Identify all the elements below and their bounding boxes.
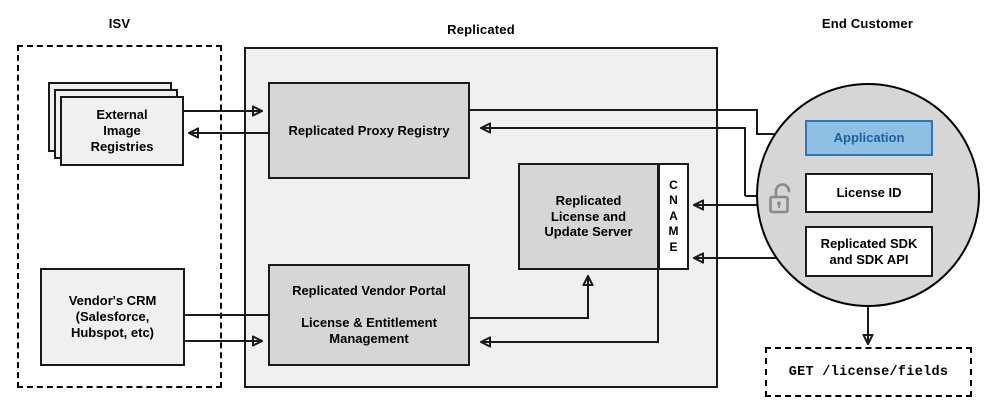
license-id[interactable]: License ID [805, 173, 933, 213]
cname-strip[interactable]: C N A M E [658, 163, 689, 270]
api-request-box: GET /license/fields [765, 347, 972, 397]
cname-letter-m: M [668, 224, 679, 239]
wire-proxy-to-application [470, 109, 795, 134]
replicated-proxy-registry-label: Replicated Proxy Registry [288, 122, 450, 138]
cname-letter-c: C [669, 177, 678, 192]
replicated-sdk-and-sdk-api-label: Replicated SDK and SDK API [820, 235, 918, 267]
vendors-crm[interactable]: Vendor's CRM (Salesforce, Hubspot, etc) [40, 268, 185, 366]
replicated-proxy-registry[interactable]: Replicated Proxy Registry [268, 82, 470, 179]
replicated-license-and-update-server[interactable]: Replicated License and Update Server [518, 163, 659, 270]
cname-letter-n: N [669, 193, 678, 208]
external-image-registries[interactable]: External Image Registries [60, 96, 184, 166]
external-image-registries-label: External Image Registries [90, 107, 154, 154]
wire-vendorportal-to-licenseserver [470, 276, 588, 319]
zone-title-isv: ISV [108, 16, 131, 31]
replicated-vendor-portal-title: Replicated Vendor Portal [292, 283, 446, 299]
unlock-icon [767, 180, 797, 223]
application[interactable]: Application [805, 120, 933, 156]
wire-return-to-proxy [481, 128, 746, 196]
cname-letter-e: E [669, 239, 678, 254]
wire-licenseserver-to-vendorportal [481, 270, 659, 342]
license-id-label: License ID [836, 185, 902, 201]
replicated-license-and-update-server-label: Replicated License and Update Server [544, 192, 633, 240]
vendors-crm-label: Vendor's CRM (Salesforce, Hubspot, etc) [68, 293, 157, 340]
api-request-label: GET /license/fields [788, 364, 949, 380]
isv-boundary [17, 45, 222, 388]
license-entitlement-management-label: License & Entitlement Management [301, 315, 437, 346]
application-label: Application [833, 130, 905, 146]
replicated-sdk-and-sdk-api[interactable]: Replicated SDK and SDK API [805, 226, 933, 277]
cname-letter-a: A [669, 208, 678, 223]
zone-title-replicated: Replicated [447, 22, 515, 37]
zone-title-end-customer: End Customer [821, 16, 914, 31]
replicated-vendor-portal[interactable]: Replicated Vendor Portal License & Entit… [268, 264, 470, 366]
